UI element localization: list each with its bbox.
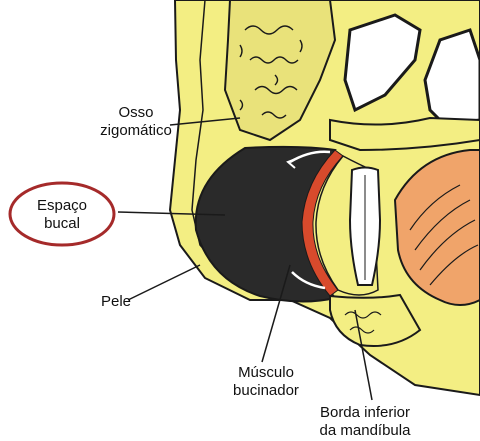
label-espaco-line1: Espaço	[20, 197, 104, 215]
label-espaco-bucal: Espaço bucal	[20, 197, 104, 233]
label-borda-line2: da mandíbula	[290, 422, 440, 440]
label-musculo-bucinador: Músculo bucinador	[214, 364, 318, 400]
label-borda-mandibula: Borda inferior da mandíbula	[290, 404, 440, 440]
label-osso-line1: Osso	[88, 104, 184, 122]
label-musculo-line2: bucinador	[214, 382, 318, 400]
label-borda-line1: Borda inferior	[290, 404, 440, 422]
label-osso-zigomatico: Osso zigomático	[88, 104, 184, 140]
label-espaco-line2: bucal	[20, 215, 104, 233]
label-pele-text: Pele	[86, 293, 146, 311]
label-musculo-line1: Músculo	[214, 364, 318, 382]
label-pele: Pele	[86, 293, 146, 311]
label-osso-line2: zigomático	[88, 122, 184, 140]
